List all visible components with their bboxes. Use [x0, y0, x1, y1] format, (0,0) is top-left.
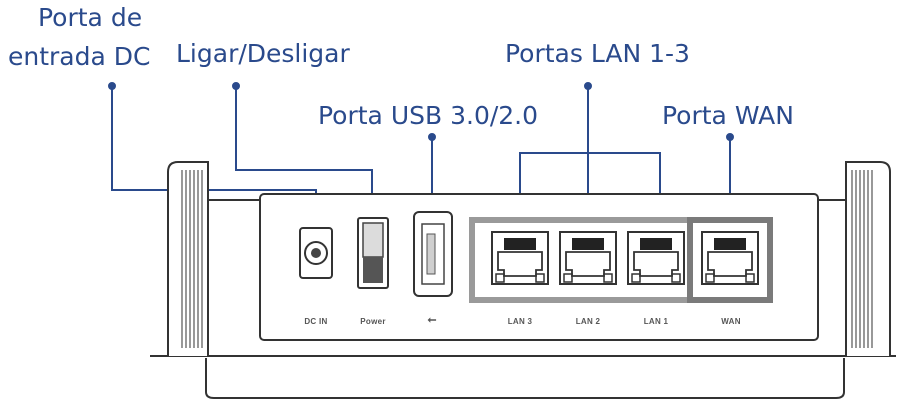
lan1-label: LAN 1 — [643, 317, 669, 326]
dc-input-callout-line2: entrada DC — [8, 42, 151, 71]
router-base-outline — [205, 358, 845, 399]
dc-leader-dot — [108, 82, 116, 90]
usb-symbol-label: ⭠ — [427, 314, 437, 326]
lan-ports-callout: Portas LAN 1-3 — [505, 39, 690, 68]
ethernet-port-lan2 — [559, 231, 617, 285]
wan-leader-dot — [726, 133, 734, 141]
dc-in-label: DC IN — [304, 317, 328, 326]
power-switch — [357, 217, 389, 289]
dc-in-jack — [299, 227, 333, 279]
lan2-label: LAN 2 — [575, 317, 601, 326]
wan-label: WAN — [721, 317, 741, 326]
lan-leader-dot — [584, 82, 592, 90]
wan-port-frame — [687, 217, 773, 303]
usb-leader-dot — [428, 133, 436, 141]
wan-port-callout: Porta WAN — [662, 101, 794, 130]
usb-port — [413, 211, 453, 297]
usb-callout: Porta USB 3.0/2.0 — [318, 101, 539, 130]
power-callout: Ligar/Desligar — [176, 39, 350, 68]
dc-input-callout-line1: Porta de — [38, 3, 143, 32]
power-label: Power — [360, 317, 386, 326]
ethernet-port-lan3 — [491, 231, 549, 285]
power-leader-dot — [232, 82, 240, 90]
ethernet-port-lan1 — [627, 231, 685, 285]
ethernet-port-wan — [701, 231, 759, 285]
power-leader-line — [235, 86, 373, 210]
lan3-label: LAN 3 — [507, 317, 533, 326]
